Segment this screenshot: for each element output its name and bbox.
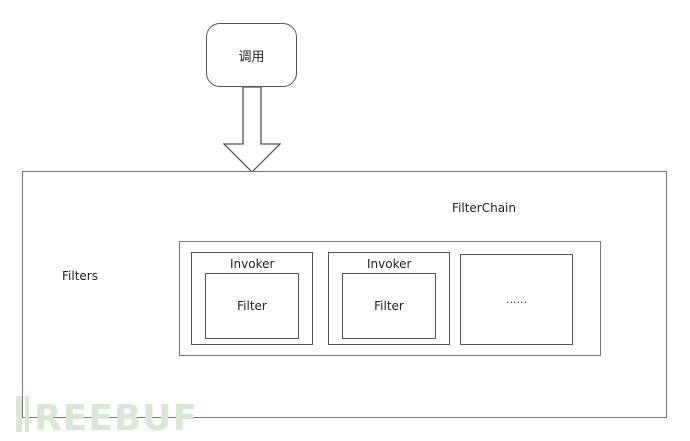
filter-box: Filter	[205, 273, 299, 339]
svg-text:REEBUF: REEBUF	[34, 398, 198, 436]
more-filters-label: ......	[506, 293, 527, 306]
filterchain-label: FilterChain	[452, 201, 516, 215]
filter-label: Filter	[374, 299, 404, 313]
filter-label: Filter	[237, 299, 267, 313]
filters-label: Filters	[62, 269, 98, 283]
call-label: 调用	[238, 49, 265, 65]
invoker-label: Invoker	[230, 257, 275, 271]
filter-box: Filter	[342, 273, 436, 339]
freebuf-watermark-logo: REEBUF	[16, 396, 198, 436]
invoker-label: Invoker	[367, 257, 412, 271]
more-filters-box: ......	[460, 254, 573, 345]
down-arrow-icon	[222, 86, 282, 173]
call-node: 调用	[206, 23, 297, 87]
